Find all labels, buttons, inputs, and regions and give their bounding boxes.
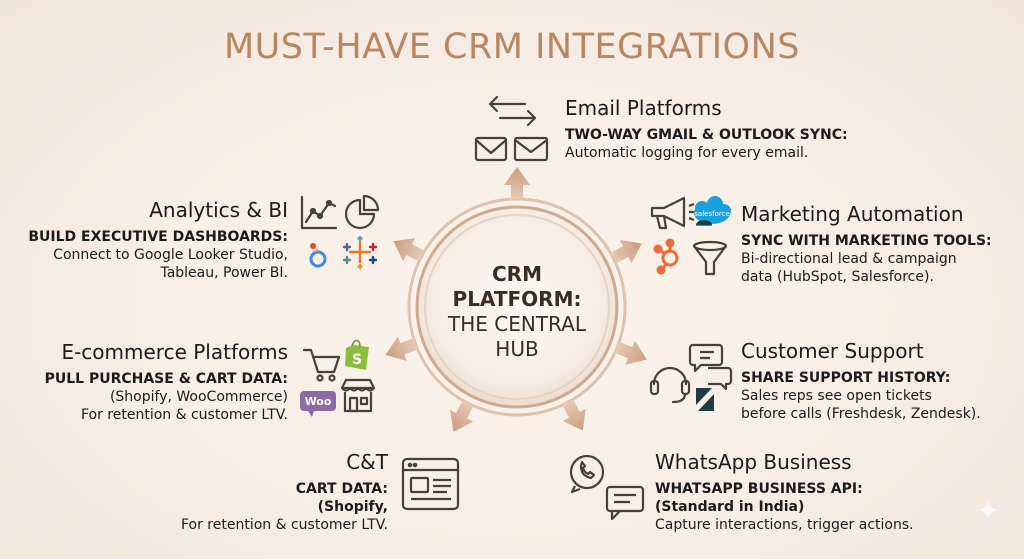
hubspot-icon [653, 238, 679, 275]
chat-bubbles-icon [688, 343, 733, 391]
node-subheading: WHATSAPP BUSINESS API: [655, 481, 863, 497]
shopping-cart-icon [302, 348, 341, 382]
node-line: Connect to Google Looker Studio, [53, 247, 288, 263]
node-marketing: Marketing Automation SYNC WITH MARKETING… [741, 202, 992, 286]
node-subheading-2: (Shopify, [317, 499, 388, 515]
envelope-icon [513, 136, 549, 162]
node-analytics: Analytics & BI BUILD EXECUTIVE DASHBOARD… [8, 198, 288, 282]
whatsapp-icon [569, 454, 605, 494]
shopify-icon: S [345, 339, 369, 370]
zendesk-icon [696, 220, 714, 411]
node-heading: C&T [346, 450, 388, 474]
node-line: before calls (Freshdesk, Zendesk). [741, 406, 981, 422]
svg-text:S: S [352, 352, 362, 368]
arrow-cart [450, 400, 474, 432]
node-heading: WhatsApp Business [655, 450, 852, 474]
node-cart: C&T CART DATA: (Shopify, For retention &… [140, 450, 388, 534]
line-chart-icon [300, 195, 338, 230]
salesforce-icon: salesforce [694, 196, 731, 224]
hub [407, 197, 627, 417]
gmail-icon [474, 136, 508, 162]
headset-icon [649, 366, 691, 404]
chat-window-icon [605, 485, 645, 521]
node-line: Automatic logging for every email. [565, 145, 809, 161]
arrow-marketing [610, 240, 642, 264]
tableau-icon [342, 235, 378, 270]
funnel-icon [692, 240, 728, 276]
node-email: Email Platforms TWO-WAY GMAIL & OUTLOOK … [565, 96, 848, 162]
node-subheading: SHARE SUPPORT HISTORY: [741, 370, 951, 386]
node-line: data (HubSpot, Salesforce). [741, 269, 934, 285]
node-subheading: BUILD EXECUTIVE DASHBOARDS: [28, 229, 288, 245]
node-heading: Email Platforms [565, 96, 722, 120]
megaphone-icon [650, 196, 695, 230]
swap-arrows-icon [488, 95, 537, 127]
pie-chart-icon [344, 194, 380, 230]
hub-line-1: CRM [492, 262, 542, 286]
arrow-ecommerce [385, 336, 418, 361]
node-line: Sales reps see open tickets [741, 388, 932, 404]
arrow-support [614, 340, 647, 365]
node-line: Bi-directional lead & campaign [741, 251, 957, 267]
sparkle-icon [978, 500, 998, 520]
node-whatsapp: WhatsApp Business WHATSAPP BUSINESS API:… [655, 450, 914, 534]
node-subheading: PULL PURCHASE & CART DATA: [44, 371, 288, 387]
node-heading: E-commerce Platforms [61, 340, 288, 364]
node-subheading: CART DATA: [295, 481, 388, 497]
hub-label: CRM PLATFORM: THE CENTRAL HUB [420, 262, 614, 362]
storefront-icon [340, 378, 376, 413]
browser-window-icon [401, 457, 460, 511]
node-subheading-2: (Standard in India) [655, 499, 805, 515]
woocommerce-icon: Woo [300, 391, 336, 417]
node-line: For retention & customer LTV. [180, 517, 388, 533]
node-heading: Analytics & BI [149, 198, 288, 222]
page-title: MUST-HAVE CRM INTEGRATIONS [223, 27, 800, 67]
looker-icon [309, 243, 327, 268]
node-ecommerce: E-commerce Platforms PULL PURCHASE & CAR… [8, 340, 288, 424]
woo-logo-text: Woo [305, 395, 332, 408]
salesforce-logo-text: salesforce [694, 210, 729, 218]
hub-line-2: PLATFORM: [452, 287, 582, 311]
arrow-whatsapp [562, 399, 586, 431]
node-subheading: SYNC WITH MARKETING TOOLS: [741, 233, 992, 249]
node-subheading: TWO-WAY GMAIL & OUTLOOK SYNC: [565, 127, 848, 143]
node-line: Tableau, Power BI. [160, 265, 288, 281]
arrow-email [504, 167, 530, 199]
hub-line-3: THE CENTRAL [448, 312, 586, 336]
arrow-analytics [393, 238, 425, 262]
node-heading: Marketing Automation [741, 202, 964, 226]
node-line: (Shopify, WooCommerce) [109, 389, 288, 405]
connector-arrows [385, 167, 647, 432]
node-line: Capture interactions, trigger actions. [655, 517, 914, 533]
node-heading: Customer Support [741, 339, 924, 363]
node-line: For retention & customer LTV. [80, 407, 288, 423]
hub-line-4: HUB [495, 337, 539, 361]
node-support: Customer Support SHARE SUPPORT HISTORY: … [741, 339, 981, 423]
